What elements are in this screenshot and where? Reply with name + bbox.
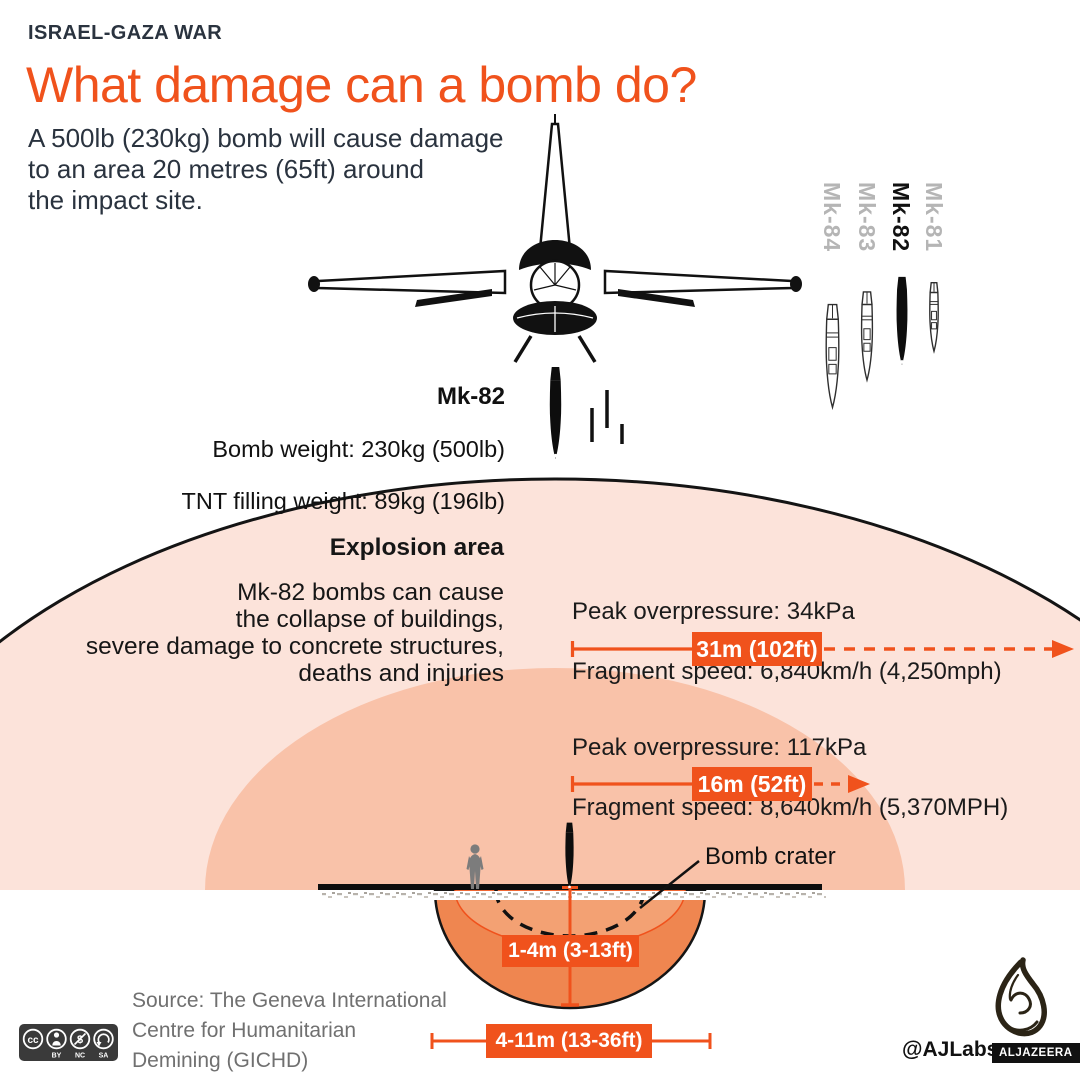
- radius-arrow-31m: [570, 640, 1074, 658]
- motion-lines-icon: [590, 390, 624, 444]
- zone-31m-stats: Peak overpressure: 34kPa Fragment speed:…: [572, 567, 1002, 717]
- crater-width-badge: 4-11m (13-36ft): [486, 1024, 652, 1058]
- explosion-zone-middle: [205, 668, 905, 890]
- falling-bomb-icon: [549, 366, 624, 460]
- aljazeera-wordmark: ALJAZEERA: [992, 1043, 1080, 1063]
- mk83-bomb-icon: [860, 290, 874, 382]
- ajlabs-credit: @AJLabs: [902, 1038, 999, 1061]
- cc-by-label: BY: [52, 1053, 62, 1060]
- fighter-jet-illustration: [308, 114, 802, 363]
- bomb-label-mk83: Mk-83: [854, 182, 880, 253]
- mk82-spec-block: Mk-82 Bomb weight: 230kg (500lb) TNT fil…: [182, 358, 506, 540]
- bomb-label-mk82: Mk-82: [888, 182, 914, 253]
- explosion-area-heading: Explosion area: [329, 534, 504, 561]
- cc-icon: [22, 1028, 44, 1050]
- ground-texture: [322, 891, 826, 900]
- share-alike-icon: [93, 1028, 114, 1050]
- cc-nc-label: NC: [75, 1053, 85, 1060]
- explosion-area-description: Mk-82 bombs can cause the collapse of bu…: [85, 579, 504, 687]
- mk82-weight: Bomb weight: 230kg (500lb): [212, 436, 505, 462]
- bomb-crater-label: Bomb crater: [705, 843, 836, 870]
- mk82-bomb-icon: [896, 276, 908, 366]
- page-title: What damage can a bomb do?: [26, 57, 697, 113]
- crater-pointer-line: [639, 860, 700, 909]
- cc-license-badge: cc $ BY NC SA: [19, 1024, 118, 1061]
- person-silhouette-icon: [466, 844, 484, 889]
- mk82-name: Mk-82: [436, 383, 505, 410]
- cc-sa-label: SA: [99, 1053, 109, 1060]
- zone-31m-fragment-speed: Fragment speed: 6,840km/h (4,250mph): [572, 658, 1002, 685]
- non-commercial-icon: $: [69, 1028, 91, 1050]
- aljazeera-flame-logo: [995, 957, 1047, 1037]
- bomb-label-mk84: Mk-84: [819, 182, 845, 253]
- bomb-label-mk81: Mk-81: [921, 182, 947, 253]
- cc-icon-text: cc: [27, 1035, 39, 1046]
- mk81-bomb-icon: [929, 282, 939, 352]
- radius-arrow-16m: [570, 775, 870, 793]
- source-attribution: Source: The Geneva International Centre …: [132, 989, 447, 1072]
- zone-16m-overpressure: Peak overpressure: 117kPa: [572, 734, 867, 761]
- crater-depth-badge: 1-4m (3-13ft): [502, 935, 639, 967]
- zone-31m-overpressure: Peak overpressure: 34kPa: [572, 598, 855, 625]
- explosion-area-block: Explosion area Mk-82 bombs can cause the…: [86, 516, 504, 705]
- radius-badge-31m: 31m (102ft): [692, 632, 822, 666]
- radius-badge-16m: 16m (52ft): [692, 767, 812, 801]
- subtitle: A 500lb (230kg) bomb will cause damage t…: [28, 123, 504, 215]
- kicker: ISRAEL-GAZA WAR: [28, 22, 223, 44]
- mk82-tnt-weight: TNT filling weight: 89kg (196lb): [181, 488, 506, 514]
- bomb-size-comparison: [824, 276, 939, 409]
- attribution-icon: [46, 1028, 67, 1050]
- mk84-bomb-icon: [824, 303, 841, 409]
